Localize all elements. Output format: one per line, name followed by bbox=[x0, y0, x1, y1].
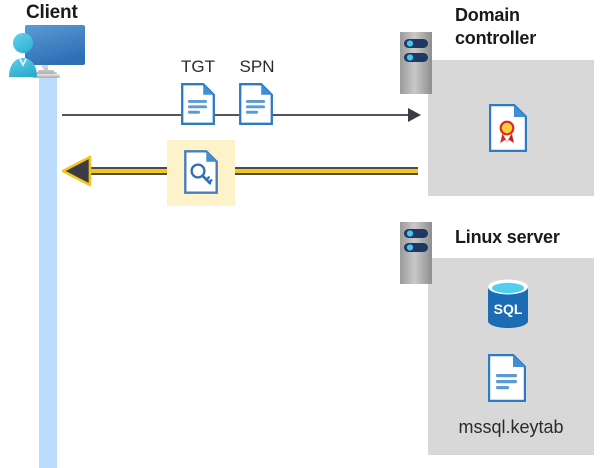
domain-controller-title: Domain controller bbox=[455, 5, 537, 48]
linux-server-rack-icon bbox=[400, 222, 432, 284]
request-arrow-line bbox=[62, 114, 416, 116]
spn-document-icon bbox=[239, 83, 273, 125]
domain-controller-server-rack-icon bbox=[400, 32, 432, 94]
certificate-document-icon bbox=[488, 103, 528, 153]
client-title: Client bbox=[26, 2, 78, 23]
service-ticket-key-document-icon bbox=[184, 150, 218, 194]
spn-label: SPN bbox=[239, 57, 275, 76]
keytab-document-icon bbox=[487, 353, 527, 403]
tgt-label: TGT bbox=[181, 57, 215, 76]
client-lifeline bbox=[39, 72, 57, 468]
linux-server-title: Linux server bbox=[455, 227, 560, 247]
sql-label: SQL bbox=[494, 301, 523, 317]
request-arrow-head bbox=[408, 108, 421, 122]
workstation-user-icon bbox=[6, 22, 92, 84]
keytab-filename-label: mssql.keytab bbox=[458, 417, 564, 437]
tgt-document-icon bbox=[181, 83, 215, 125]
response-arrow-head bbox=[61, 155, 92, 187]
response-arrow-line bbox=[78, 167, 418, 175]
sql-database-icon: SQL bbox=[485, 278, 531, 330]
